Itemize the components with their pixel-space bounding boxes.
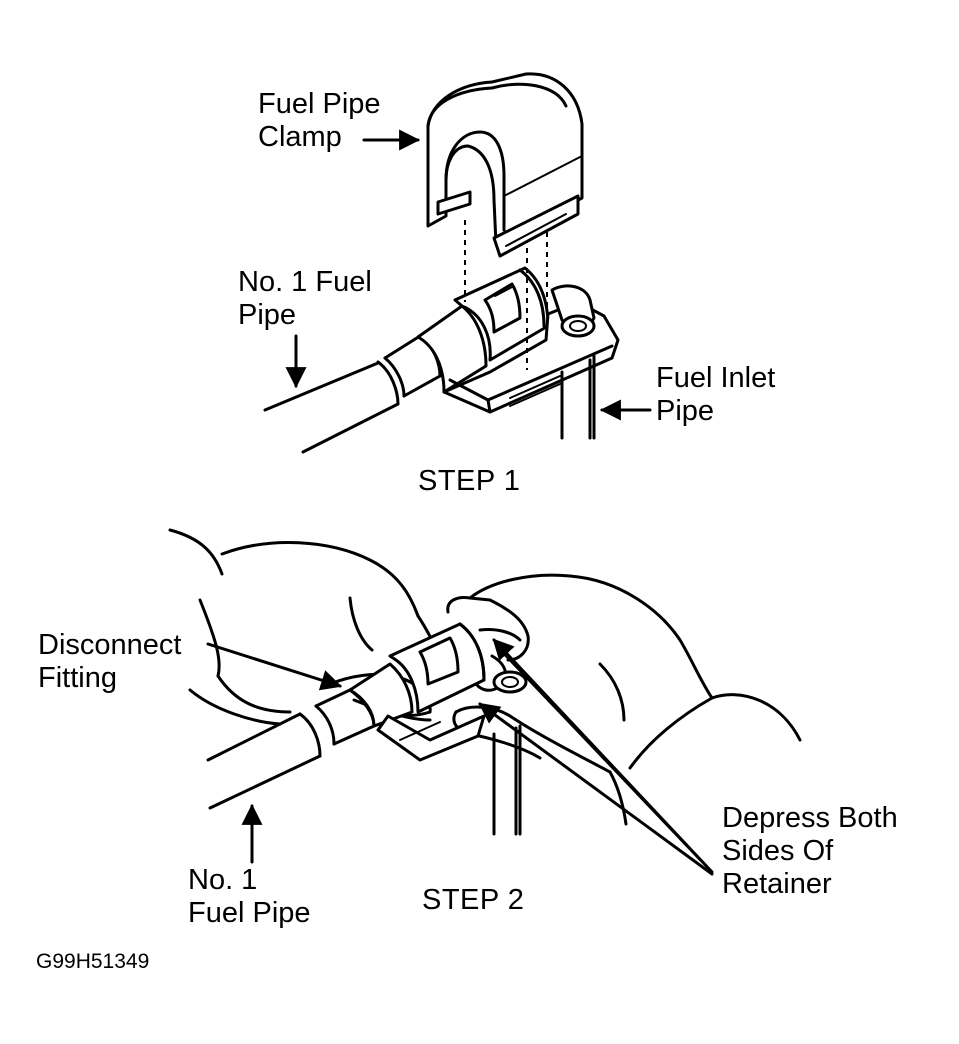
bracket-step1 xyxy=(442,284,620,414)
label-depress-retainer-line2: Sides Of xyxy=(722,835,834,867)
fuel-inlet-pipe-step2 xyxy=(492,724,522,836)
label-fuel-inlet-pipe-line1: Fuel Inlet xyxy=(656,362,776,394)
label-disconnect-fitting: Disconnect Fitting xyxy=(38,629,181,695)
label-no1-fuel-pipe-top-line1: No. 1 Fuel xyxy=(238,266,372,298)
label-depress-retainer-line3: Retainer xyxy=(722,868,832,900)
label-step2: STEP 2 xyxy=(422,884,525,916)
fuel-inlet-pipe xyxy=(560,354,596,440)
label-depress-retainer: Depress Both Sides Of Retainer xyxy=(722,802,898,901)
label-fuel-pipe-clamp: Fuel Pipe Clamp xyxy=(258,88,381,154)
label-no1-fuel-pipe-top-line2: Pipe xyxy=(238,299,297,331)
no1-fuel-pipe-step2 xyxy=(206,688,376,810)
label-disconnect-fitting-line2: Fitting xyxy=(38,662,117,694)
label-fuel-pipe-clamp-line2: Clamp xyxy=(258,121,342,153)
label-no1-fuel-pipe-top: No. 1 Fuel Pipe xyxy=(238,266,372,332)
label-step1: STEP 1 xyxy=(418,465,521,497)
label-no1-fuel-pipe-bottom-line1: No. 1 xyxy=(188,864,258,896)
label-fuel-inlet-pipe: Fuel Inlet Pipe xyxy=(656,362,775,428)
quick-connector-step2 xyxy=(348,622,528,762)
figure-code: G99H51349 xyxy=(36,950,150,973)
label-fuel-pipe-clamp-line1: Fuel Pipe xyxy=(258,88,381,120)
label-disconnect-fitting-line1: Disconnect xyxy=(38,629,182,661)
alignment-lines xyxy=(464,220,548,370)
step2-illustration xyxy=(168,528,802,836)
label-fuel-inlet-pipe-line2: Pipe xyxy=(656,395,715,427)
label-no1-fuel-pipe-bottom-line2: Fuel Pipe xyxy=(188,897,311,929)
label-depress-retainer-line1: Depress Both xyxy=(722,802,898,834)
fuel-pipe-clamp xyxy=(426,72,584,258)
pointer-retainer-upper-ghost xyxy=(499,649,701,861)
label-no1-fuel-pipe-bottom: No. 1 Fuel Pipe xyxy=(188,864,311,930)
pointer-retainer-lower xyxy=(478,702,714,876)
no1-fuel-pipe-step1 xyxy=(263,334,442,454)
right-hand xyxy=(446,573,802,826)
arrow-disconnect-fitting xyxy=(206,642,343,691)
quick-connector-step1 xyxy=(416,266,550,394)
step1-illustration xyxy=(263,72,620,454)
